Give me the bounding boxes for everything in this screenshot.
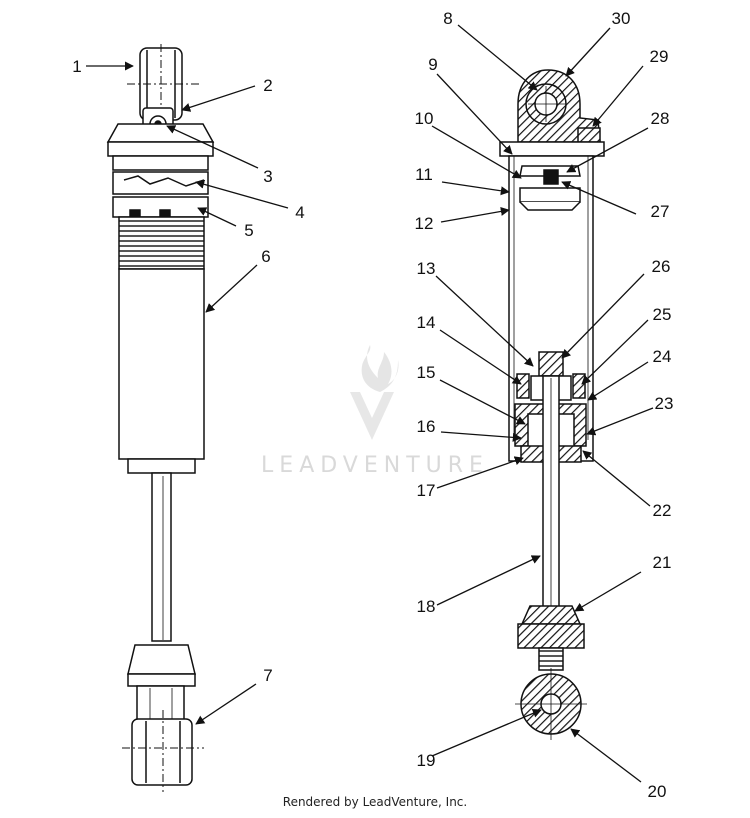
- callout-4: 4: [295, 203, 304, 222]
- callout-26: 26: [652, 257, 671, 276]
- callout-12: 12: [415, 214, 434, 233]
- callout-28: 28: [651, 109, 670, 128]
- callout-10: 10: [415, 109, 434, 128]
- shock-cross-section: [499, 69, 605, 740]
- callout-27: 27: [651, 202, 670, 221]
- footer-credit: Rendered by LeadVenture, Inc.: [282, 795, 468, 809]
- callout-9: 9: [428, 55, 437, 74]
- shock-external-view: [106, 44, 215, 792]
- callout-16: 16: [417, 417, 436, 436]
- callout-6: 6: [261, 247, 270, 266]
- callout-8: 8: [443, 9, 452, 28]
- callout-29: 29: [650, 47, 669, 66]
- leader-lines: [86, 24, 654, 783]
- callout-18: 18: [417, 597, 436, 616]
- callout-20: 20: [648, 782, 667, 801]
- watermark-logo: [350, 345, 399, 440]
- callout-30: 30: [612, 9, 631, 28]
- callout-21: 21: [653, 553, 672, 572]
- callout-25: 25: [653, 305, 672, 324]
- watermark-text: LEADVENTURE: [261, 453, 489, 478]
- callout-11: 11: [415, 165, 433, 184]
- callout-23: 23: [655, 394, 674, 413]
- callout-14: 14: [417, 313, 436, 332]
- callout-15: 15: [417, 363, 436, 382]
- callout-labels: 1 2 3 4 5 6 7 8 9 10 11 12 13 14 15 16 1…: [72, 9, 673, 801]
- callout-1: 1: [72, 57, 81, 76]
- callout-24: 24: [653, 347, 672, 366]
- callout-22: 22: [653, 501, 672, 520]
- callout-13: 13: [417, 259, 436, 278]
- callout-2: 2: [263, 76, 272, 95]
- callout-3: 3: [263, 167, 272, 186]
- callout-19: 19: [417, 751, 436, 770]
- callout-5: 5: [244, 221, 253, 240]
- callout-17: 17: [417, 481, 436, 500]
- callout-7: 7: [263, 666, 272, 685]
